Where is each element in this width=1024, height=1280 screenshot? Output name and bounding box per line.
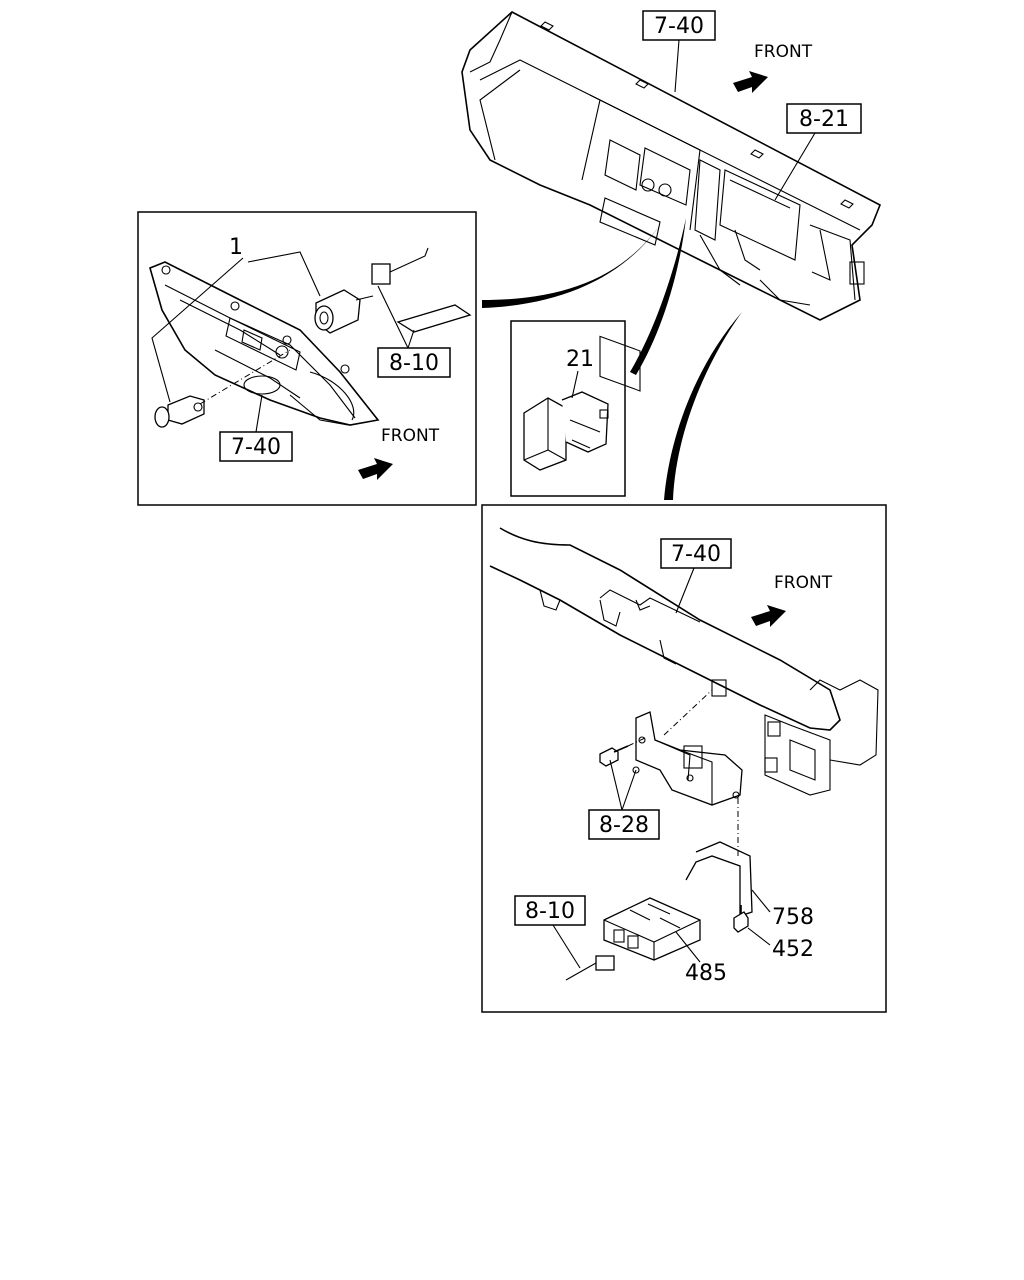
bracket-detail-frame bbox=[481, 504, 887, 1013]
dashboard-illustration bbox=[461, 11, 882, 392]
front-arrow-icon-top bbox=[733, 71, 768, 93]
switch-detail-frame bbox=[510, 320, 626, 497]
front-arrow-icon-bottom bbox=[751, 605, 786, 627]
ref-label-8-21-top: 8-21 bbox=[799, 107, 849, 132]
ref-label-8-10-bottom: 8-10 bbox=[525, 899, 575, 924]
front-arrow-icon-left bbox=[358, 458, 393, 480]
top-callouts: 7-40 8-21 FRONT bbox=[642, 10, 862, 201]
part-number-1: 1 bbox=[229, 235, 243, 260]
front-label-left: FRONT bbox=[381, 426, 440, 446]
bracket-assembly-illustration bbox=[565, 689, 753, 981]
part-number-452: 452 bbox=[772, 937, 814, 962]
part-number-758: 758 bbox=[772, 905, 814, 930]
front-label-top: FRONT bbox=[754, 42, 813, 62]
ref-label-8-28: 8-28 bbox=[599, 813, 649, 838]
ref-box-7-40-bottom bbox=[660, 538, 732, 569]
crossmember-illustration bbox=[489, 527, 879, 796]
ref-label-7-40-bottom: 7-40 bbox=[671, 542, 721, 567]
ref-label-7-40-left: 7-40 bbox=[231, 435, 281, 460]
front-label-bottom: FRONT bbox=[774, 573, 833, 593]
ref-box-8-21-top bbox=[786, 103, 862, 134]
part-number-485: 485 bbox=[685, 961, 727, 986]
left-panel-illustration bbox=[149, 247, 472, 428]
ref-box-8-10-bottom bbox=[514, 895, 586, 926]
bracket-callouts: 7-40 FRONT 8-28 8-10 758 452 485 bbox=[514, 538, 833, 986]
ref-box-8-10-left bbox=[377, 347, 451, 378]
left-detail-frame bbox=[137, 211, 477, 506]
left-callouts: 1 8-10 7-40 FRONT bbox=[151, 235, 451, 480]
connector-swooshes bbox=[482, 218, 742, 500]
switch-21-illustration: 21 bbox=[523, 347, 609, 471]
ref-box-8-28 bbox=[588, 809, 660, 840]
part-number-21: 21 bbox=[566, 347, 594, 372]
ref-label-8-10-left: 8-10 bbox=[389, 351, 439, 376]
ref-label-7-40-top: 7-40 bbox=[654, 14, 704, 39]
